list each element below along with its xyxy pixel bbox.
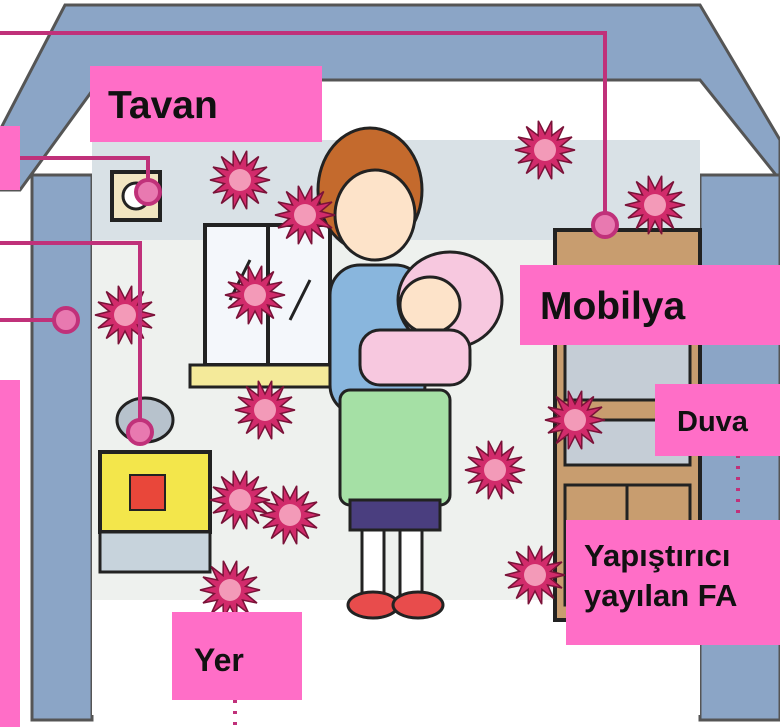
- label-ceiling: Tavan: [90, 66, 322, 142]
- label-furniture: Mobilya: [520, 265, 780, 345]
- label-adhesive: Yapıştırıcı yayılan FA: [566, 520, 780, 645]
- leader-line-kettle: [0, 241, 142, 432]
- leader-line-furniture: [0, 31, 607, 225]
- house-left-wall: [30, 173, 94, 722]
- label-left-tall: [0, 380, 20, 727]
- germ-face-5: [254, 399, 276, 421]
- house-roof: [0, 3, 780, 192]
- germ-face-7: [564, 409, 586, 431]
- germ-face-13: [244, 284, 266, 306]
- heater: [98, 396, 212, 574]
- leader-dot-wall: [52, 306, 80, 334]
- leader-dot-furniture: [591, 211, 619, 239]
- mother-and-baby: [316, 126, 504, 620]
- germ-face-2: [534, 139, 556, 161]
- leader-dot-clock: [134, 178, 162, 206]
- germ-face-9: [229, 489, 251, 511]
- germ-face-1: [229, 169, 251, 191]
- germ-particles: [94, 120, 686, 620]
- germ-face-6: [294, 204, 316, 226]
- germ-face-8: [484, 459, 506, 481]
- germ-face-10: [279, 504, 301, 526]
- germ-face-4: [114, 304, 136, 326]
- germ-face-11: [524, 564, 546, 586]
- leader-dot-kettle: [126, 418, 154, 446]
- leader-lines: [0, 31, 740, 727]
- germ-face-3: [644, 194, 666, 216]
- germ-face-12: [219, 579, 241, 601]
- label-adhesive-line2: yayılan FA: [584, 578, 738, 613]
- label-adhesive-line1: Yapıştırıcı: [584, 538, 731, 573]
- label-floor: Yer: [172, 612, 302, 700]
- label-left-partial: [0, 126, 20, 190]
- label-wall: Duva: [655, 384, 780, 456]
